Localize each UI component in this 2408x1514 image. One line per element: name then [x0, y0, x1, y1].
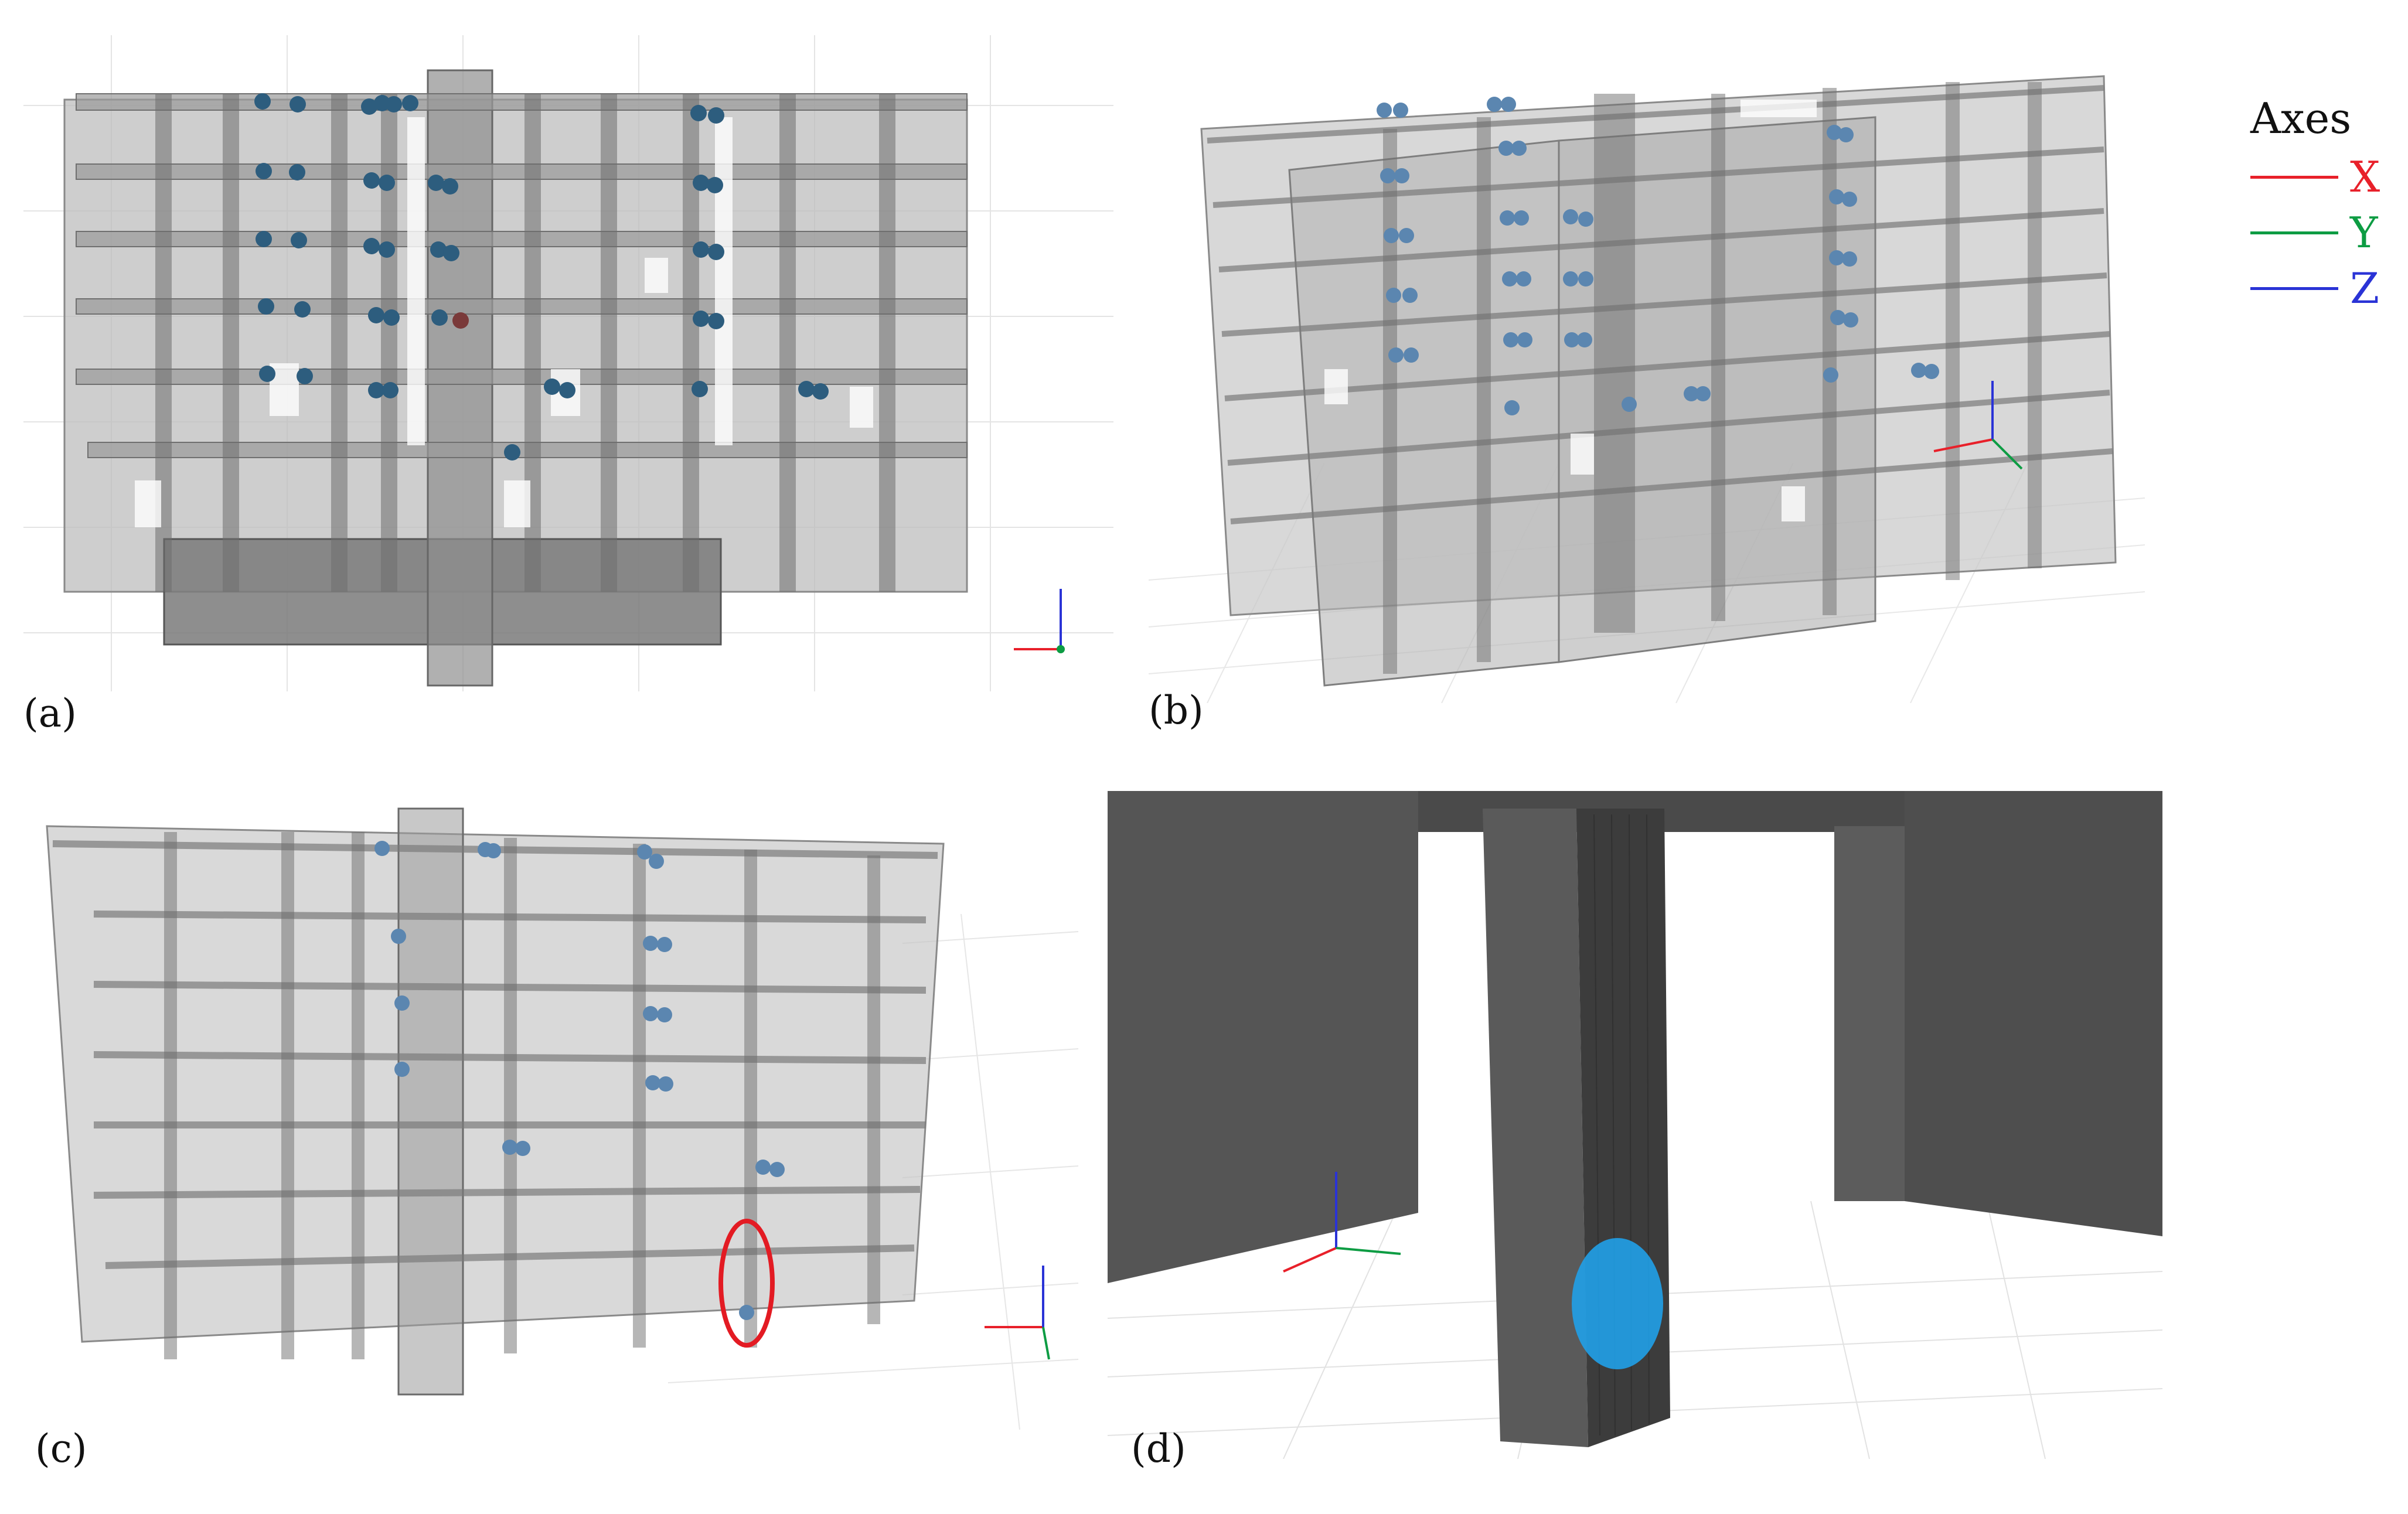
legend-item-y: Y [2239, 208, 2408, 257]
legend-title: Axes [2250, 94, 2352, 143]
highlighted-sensor-ellipse [718, 1219, 775, 1348]
caption-c: (c) [35, 1426, 87, 1471]
damage-blob [1572, 1238, 1663, 1369]
legend-z-label: Z [2350, 264, 2380, 313]
panel-c-model [46, 807, 1078, 1430]
legend-item-x: X [2239, 152, 2408, 202]
panel-b-model [1149, 75, 2145, 703]
caption-d: (d) [1131, 1426, 1186, 1471]
legend-z-swatch [2250, 287, 2338, 290]
panel-d-detail-view [1108, 791, 2162, 1459]
panel-a-model [23, 35, 1113, 691]
legend-y-label: Y [2350, 208, 2378, 257]
legend-x-label: X [2350, 152, 2380, 202]
panel-a-front-view [23, 35, 1113, 691]
damaged-sensor-marker [452, 312, 469, 329]
axes-legend: Axes X Y Z [2239, 88, 2408, 340]
panel-b-perspective-view [1149, 53, 2145, 703]
panel-d-detail [1108, 791, 2162, 1459]
caption-a: (a) [23, 691, 77, 736]
legend-x-swatch [2250, 176, 2338, 179]
legend-item-z: Z [2239, 264, 2408, 313]
legend-y-swatch [2250, 231, 2338, 234]
panel-c-perspective-view [23, 797, 1078, 1430]
caption-b: (b) [1149, 688, 1204, 733]
